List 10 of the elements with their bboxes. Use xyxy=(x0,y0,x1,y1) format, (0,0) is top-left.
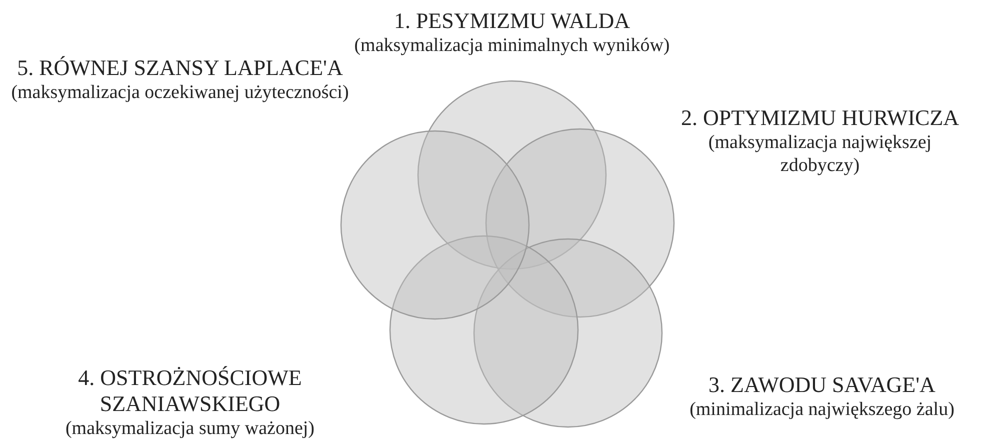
criterion-title: 4. OSTROŻNOŚCIOWE SZANIAWSKIEGO xyxy=(77,365,303,417)
criterion-description: (maksymalizacja oczekiwanej użyteczności) xyxy=(10,81,350,104)
criterion-title: 5. RÓWNEJ SZANSY LAPLACE'A xyxy=(16,55,344,81)
criterion-title: 3. ZAWODU SAVAGE'A xyxy=(708,372,936,398)
criterion-description: (maksymalizacja sumy ważonej) xyxy=(64,417,316,440)
criterion-title: 2. OPTYMIZMU HURWICZA xyxy=(680,105,960,131)
criterion-description: (maksymalizacja minimalnych wyników) xyxy=(353,34,671,57)
criterion-title: 1. PESYMIZMU WALDA xyxy=(392,8,632,34)
criterion-description: (minimalizacja największego żalu) xyxy=(688,398,956,421)
criterion-description: (maksymalizacja największej zdobyczy) xyxy=(707,131,933,177)
